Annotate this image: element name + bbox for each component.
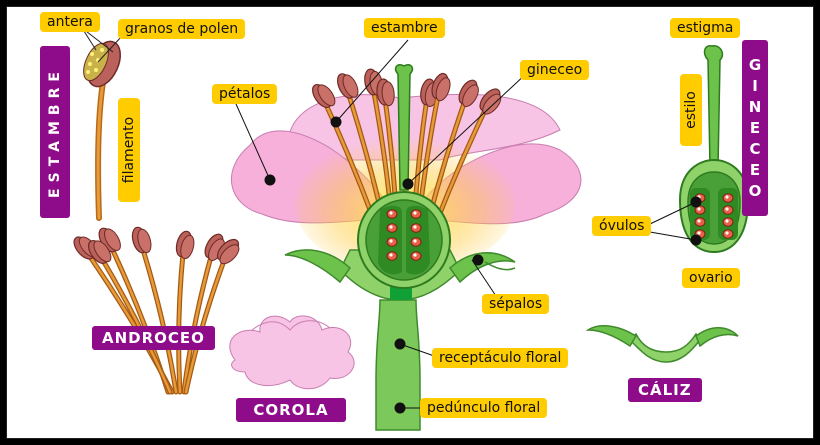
label-pedunculo-floral: pedúnculo floral bbox=[420, 398, 548, 418]
stamen bbox=[411, 72, 451, 275]
peduncle bbox=[375, 299, 421, 431]
gineceo-detail bbox=[678, 45, 750, 254]
label-sepalos: sépalos bbox=[482, 294, 550, 314]
single-stamen bbox=[81, 27, 123, 221]
label-filamento: filamento bbox=[118, 98, 140, 202]
label-gineceo: gineceo bbox=[520, 60, 590, 80]
label-ovulos: óvulos bbox=[592, 216, 652, 236]
label-antera: antera bbox=[40, 12, 100, 32]
title-androceo: ANDROCEO bbox=[92, 326, 215, 350]
stamen bbox=[183, 238, 240, 395]
stamen bbox=[87, 240, 173, 395]
label-receptaculo-floral: receptáculo floral bbox=[432, 348, 569, 368]
androceo-stamens bbox=[73, 226, 240, 395]
pollen-grain bbox=[100, 48, 104, 52]
pistil-style bbox=[394, 63, 414, 191]
main-flower bbox=[231, 63, 582, 431]
title-estambre: ESTAMBRE bbox=[40, 46, 70, 218]
pollen-grain bbox=[94, 68, 98, 72]
label-granos-de-polen: granos de polen bbox=[118, 19, 246, 39]
stamen bbox=[131, 226, 179, 395]
caliz-sepals bbox=[585, 324, 739, 363]
left-sepal bbox=[284, 249, 351, 284]
label-ovario: ovario bbox=[682, 268, 740, 288]
corola-petals bbox=[229, 315, 355, 390]
label-estilo: estilo bbox=[680, 74, 702, 146]
stamen bbox=[181, 233, 225, 395]
pollen-grain bbox=[88, 62, 92, 66]
right-sepal bbox=[449, 252, 516, 284]
title-gineceo: G I N E C E O bbox=[742, 40, 768, 216]
label-estigma: estigma bbox=[670, 18, 741, 38]
title-corola: COROLA bbox=[236, 398, 346, 422]
label-petalos: pétalos bbox=[212, 84, 278, 104]
title-caliz: CÁLIZ bbox=[628, 378, 702, 402]
stamen bbox=[175, 230, 195, 395]
pollen-grain bbox=[86, 70, 90, 74]
pollen-grain bbox=[90, 52, 94, 56]
label-estambre: estambre bbox=[364, 18, 445, 38]
